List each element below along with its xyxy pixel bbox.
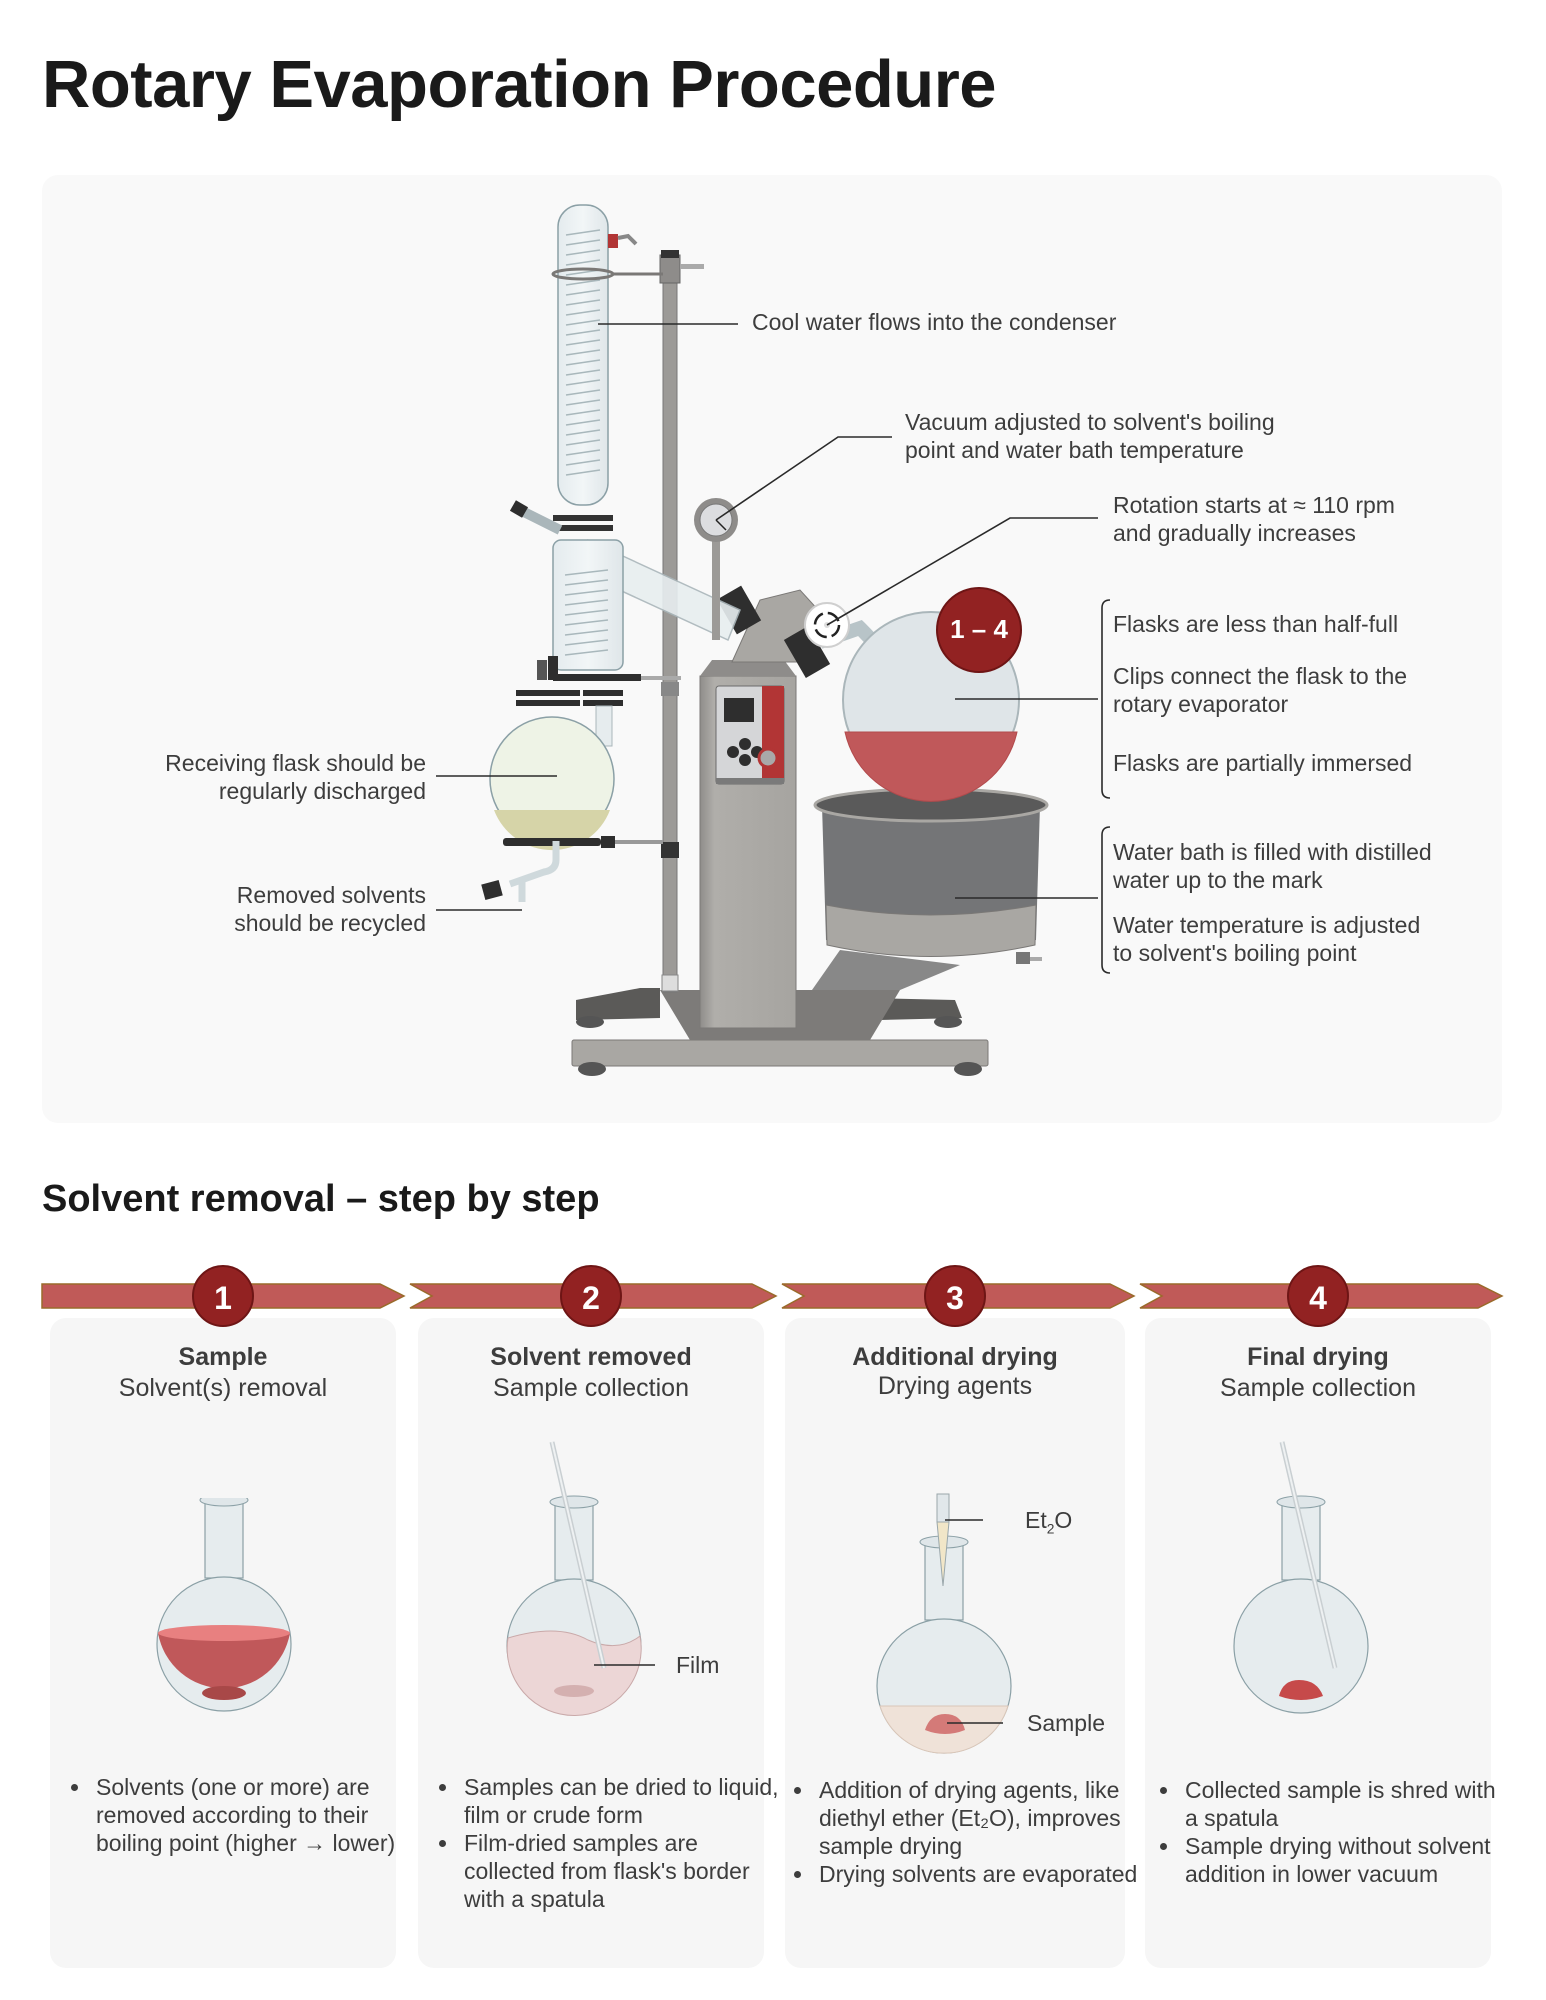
step-3-title: Additional drying	[852, 1343, 1058, 1371]
motor-housing-icon	[699, 585, 831, 1029]
label-clips-line2: rotary evaporator	[1113, 691, 1289, 717]
flask-steps-badge-label: 1 – 4	[950, 614, 1008, 644]
label-clips-line1: Clips connect the flask to the	[1113, 663, 1408, 689]
water-bath-icon	[812, 787, 1049, 990]
step-2-title: Solvent removed	[490, 1343, 692, 1371]
step-1-badge: 1	[192, 1265, 254, 1327]
flask-with-solvent-icon	[156, 1498, 292, 1712]
leader-lines	[436, 323, 1111, 974]
step-card-2: Solvent removed Sample collection Film S…	[418, 1318, 779, 1968]
step-card-1: Sample Solvent(s) removal Solvents (one …	[50, 1318, 396, 1968]
step-2-bullet-2: Film-dried samples are collected from fl…	[460, 1829, 780, 1913]
step-3-bullet-1: Addition of drying agents, like diethyl …	[815, 1776, 1145, 1860]
step-3-subtitle: Drying agents	[877, 1372, 1033, 1400]
step-2-bullets: Samples can be dried to liquid, film or …	[418, 1773, 780, 1913]
label-bath-temp-line2: to solvent's boiling point	[1113, 940, 1357, 966]
page-title: Rotary Evaporation Procedure	[42, 47, 997, 122]
sample-label: Sample	[1027, 1710, 1105, 1736]
step-4-bullet-2: Sample drying without solvent addition i…	[1181, 1832, 1511, 1888]
et2o-label: Et2O	[1025, 1507, 1073, 1537]
label-vacuum-line1: Vacuum adjusted to solvent's boiling	[905, 409, 1275, 435]
step-3-bullet-2: Drying solvents are evaporated	[815, 1860, 1145, 1888]
step-2-subtitle: Sample collection	[493, 1374, 689, 1402]
step-1-bullets: Solvents (one or more) are removed accor…	[50, 1773, 412, 1857]
step-card-4: Final drying Sample collection Collected…	[1145, 1318, 1496, 1968]
step-2-bullet-1: Samples can be dried to liquid, film or …	[460, 1773, 780, 1829]
condenser-icon	[509, 204, 681, 681]
label-receiving-line2: regularly discharged	[218, 778, 426, 804]
label-flask-half-full: Flasks are less than half-full	[1113, 611, 1399, 637]
label-rotation-line2: and gradually increases	[1113, 520, 1356, 546]
flask-with-dried-sample-and-spatula-icon	[1233, 1441, 1369, 1714]
step-3-badge: 3	[924, 1265, 986, 1327]
flask-with-pipette-and-sample-icon	[876, 1493, 1012, 1754]
film-label: Film	[676, 1652, 720, 1678]
step-1-title: Sample	[178, 1343, 268, 1371]
receiving-flask-icon	[481, 656, 663, 902]
label-condenser: Cool water flows into the condenser	[752, 309, 1117, 335]
step-4-title: Final drying	[1247, 1343, 1389, 1371]
step-card-3: Additional drying Drying agents Et2O Sam…	[785, 1318, 1137, 1968]
step-3-bullets: Addition of drying agents, like diethyl …	[773, 1776, 1145, 1888]
steps-badge-1-4	[936, 587, 1022, 673]
steps-section-title: Solvent removal – step by step	[42, 1178, 600, 1220]
support-rod-icon	[659, 250, 704, 993]
label-receiving-line1: Receiving flask should be	[165, 750, 426, 776]
step-1-subtitle: Solvent(s) removal	[118, 1374, 328, 1402]
label-vacuum-line2: point and water bath temperature	[905, 437, 1244, 463]
label-recycle-line2: should be recycled	[234, 910, 426, 936]
step-4-badge: 4	[1287, 1265, 1349, 1327]
label-recycle-line1: Removed solvents	[236, 882, 426, 908]
step-1-bullet-1: Solvents (one or more) are removed accor…	[92, 1773, 412, 1857]
step-4-bullets: Collected sample is shred with a spatula…	[1139, 1776, 1511, 1888]
label-bath-temp-line1: Water temperature is adjusted	[1113, 912, 1421, 938]
label-bath-filled-line1: Water bath is filled with distilled	[1113, 839, 1432, 865]
step-4-bullet-1: Collected sample is shred with a spatula	[1181, 1776, 1511, 1832]
label-bath-filled-line2: water up to the mark	[1113, 867, 1323, 893]
step-2-badge: 2	[560, 1265, 622, 1327]
label-partially-immersed: Flasks are partially immersed	[1113, 750, 1413, 776]
label-rotation-line1: Rotation starts at ≈ 110 rpm	[1113, 492, 1395, 518]
flask-with-film-and-spatula-icon	[506, 1441, 655, 1716]
step-4-subtitle: Sample collection	[1220, 1374, 1416, 1402]
rotary-evaporator-illustration	[436, 204, 1111, 1076]
